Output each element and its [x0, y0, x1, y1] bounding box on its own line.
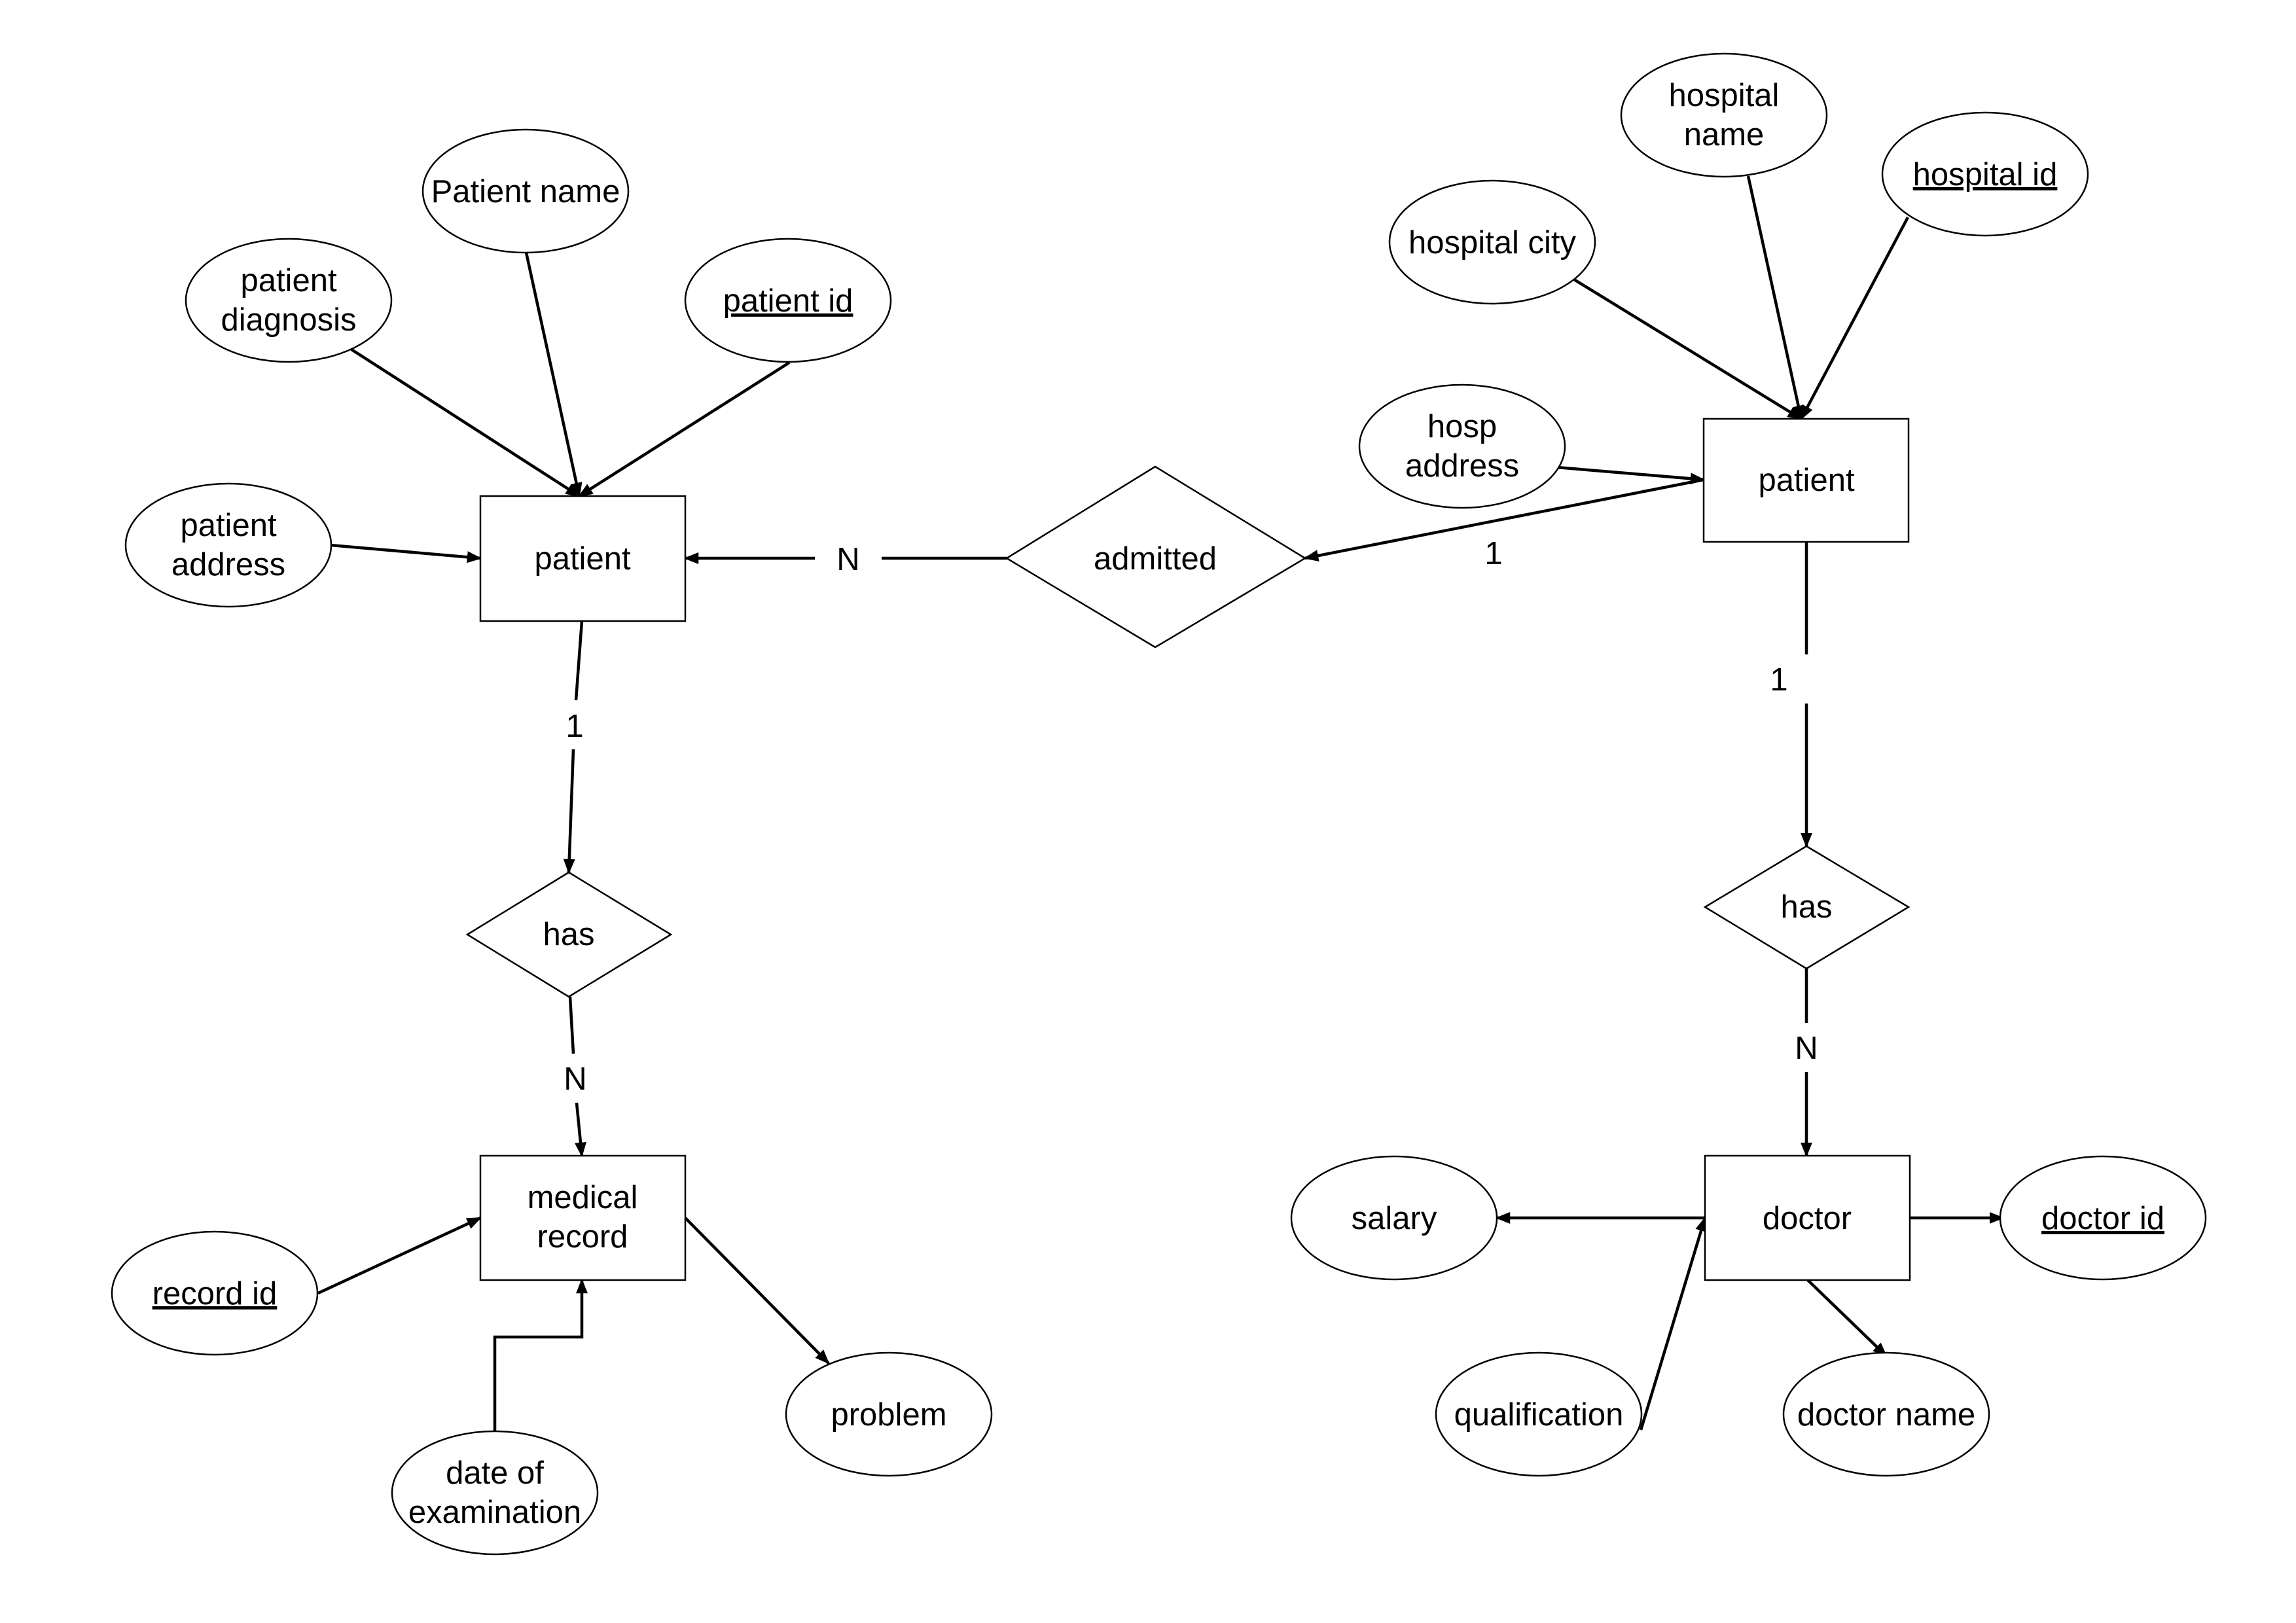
entity-hospital[interactable]: patient: [1702, 418, 1910, 543]
cardinality-hospital-has: 1: [1770, 662, 1787, 698]
edge-patient-address: [330, 543, 482, 563]
relationship-has-record[interactable]: has: [465, 871, 673, 998]
edge-hospital-id: [1800, 216, 1909, 420]
entity-patient-label: patient: [534, 541, 631, 577]
entity-hospital-label: patient: [1758, 463, 1855, 498]
relationship-admitted-label: admitted: [1094, 541, 1217, 577]
attribute-record-id[interactable]: record id: [111, 1230, 319, 1356]
entity-doctor-label: doctor: [1763, 1201, 1852, 1236]
attribute-hosp-address-label-line-1: hosp: [1427, 409, 1497, 444]
edge-patient-has-b: [563, 749, 575, 874]
attribute-doctor-id[interactable]: doctor id: [1999, 1155, 2207, 1281]
edge-has-record-a: [568, 996, 575, 1054]
attribute-patient-address-label-line-2: address: [171, 547, 285, 582]
edge-hospital-admitted: [1303, 478, 1704, 562]
edge-hosp-address: [1556, 465, 1706, 485]
attribute-patient-address-label-line-1: patient: [180, 508, 277, 543]
attribute-hospital-name-label-line-1: hospital: [1669, 78, 1780, 113]
cardinality-admitted-hospital: 1: [1484, 536, 1502, 571]
attribute-hospital-id[interactable]: hospital id: [1881, 111, 2089, 237]
attribute-date-of-examination-label-line-2: examination: [408, 1495, 581, 1530]
attribute-doctor-name[interactable]: doctor name: [1782, 1351, 1990, 1477]
entity-doctor[interactable]: doctor: [1704, 1154, 1911, 1281]
edge-qualification: [1639, 1216, 1707, 1431]
edge-patient-diagnosis: [350, 348, 581, 497]
relationship-has-doctor-label: has: [1780, 889, 1832, 925]
entity-patient[interactable]: patient: [479, 495, 687, 622]
edge-record-id: [317, 1216, 482, 1295]
relationship-has-record-label: has: [543, 917, 594, 952]
attribute-hospital-name[interactable]: hospital name: [1620, 52, 1828, 178]
attribute-patient-diagnosis-label-line-2: diagnosis: [221, 302, 356, 338]
relationship-has-doctor[interactable]: has: [1703, 845, 1910, 970]
attribute-patient-diagnosis-label-line-1: patient: [240, 263, 337, 298]
cardinality-patient-admitted: N: [836, 542, 859, 577]
attribute-hosp-address-label-line-2: address: [1405, 448, 1519, 484]
attribute-problem-label: problem: [831, 1397, 946, 1433]
edge-hospital-name: [1746, 175, 1804, 421]
attribute-qualification[interactable]: qualification: [1435, 1351, 1643, 1477]
attribute-patient-name-label: Patient name: [431, 174, 620, 209]
edge-hospital-city: [1570, 276, 1803, 420]
attribute-record-id-label: record id: [152, 1276, 278, 1311]
attribute-hospital-id-label: hospital id: [1913, 157, 2058, 192]
cardinality-has-doctor: N: [1795, 1031, 1818, 1066]
attribute-date-of-examination-label-line-1: date of: [446, 1455, 544, 1491]
edge-patient-id: [578, 361, 791, 497]
edge-has-record-b: [575, 1102, 586, 1158]
attribute-hospital-name-label-line-2: name: [1684, 117, 1765, 152]
attribute-salary[interactable]: salary: [1290, 1155, 1498, 1281]
attribute-doctor-id-label: doctor id: [2041, 1201, 2164, 1236]
attribute-patient-address[interactable]: patient address: [124, 482, 332, 608]
attribute-salary-label: salary: [1352, 1201, 1437, 1236]
attribute-hospital-city[interactable]: hospital city: [1388, 179, 1596, 305]
cardinality-labels: N 1 1 N 1 N: [564, 536, 1818, 1097]
relationship-admitted[interactable]: admitted: [1005, 465, 1307, 649]
entity-medical-record-label-line-1: medical: [528, 1180, 638, 1215]
cardinality-patient-has: 1: [565, 709, 583, 744]
edge-patient-has-a: [574, 620, 584, 701]
attribute-patient-name[interactable]: Patient name: [422, 128, 630, 254]
cardinality-has-record: N: [564, 1061, 586, 1097]
edge-patient-name: [524, 252, 583, 498]
attribute-patient-id-label: patient id: [723, 283, 853, 319]
edge-date-of-examination: [493, 1278, 588, 1431]
attribute-problem[interactable]: problem: [785, 1351, 993, 1477]
entity-medical-record[interactable]: medical record: [479, 1154, 687, 1281]
attribute-qualification-label: qualification: [1454, 1397, 1624, 1433]
connectors: [317, 175, 2005, 1431]
attribute-doctor-name-label: doctor name: [1797, 1397, 1975, 1433]
attribute-date-of-examination[interactable]: date of examination: [391, 1430, 599, 1556]
edge-problem: [684, 1217, 830, 1364]
attribute-patient-diagnosis[interactable]: patient diagnosis: [185, 238, 393, 363]
edge-doctor-name: [1806, 1279, 1888, 1357]
attribute-hosp-address[interactable]: hosp address: [1358, 383, 1566, 509]
entity-medical-record-label-line-2: record: [537, 1219, 628, 1255]
attribute-patient-id[interactable]: patient id: [684, 238, 892, 363]
attribute-hospital-city-label: hospital city: [1408, 225, 1577, 260]
